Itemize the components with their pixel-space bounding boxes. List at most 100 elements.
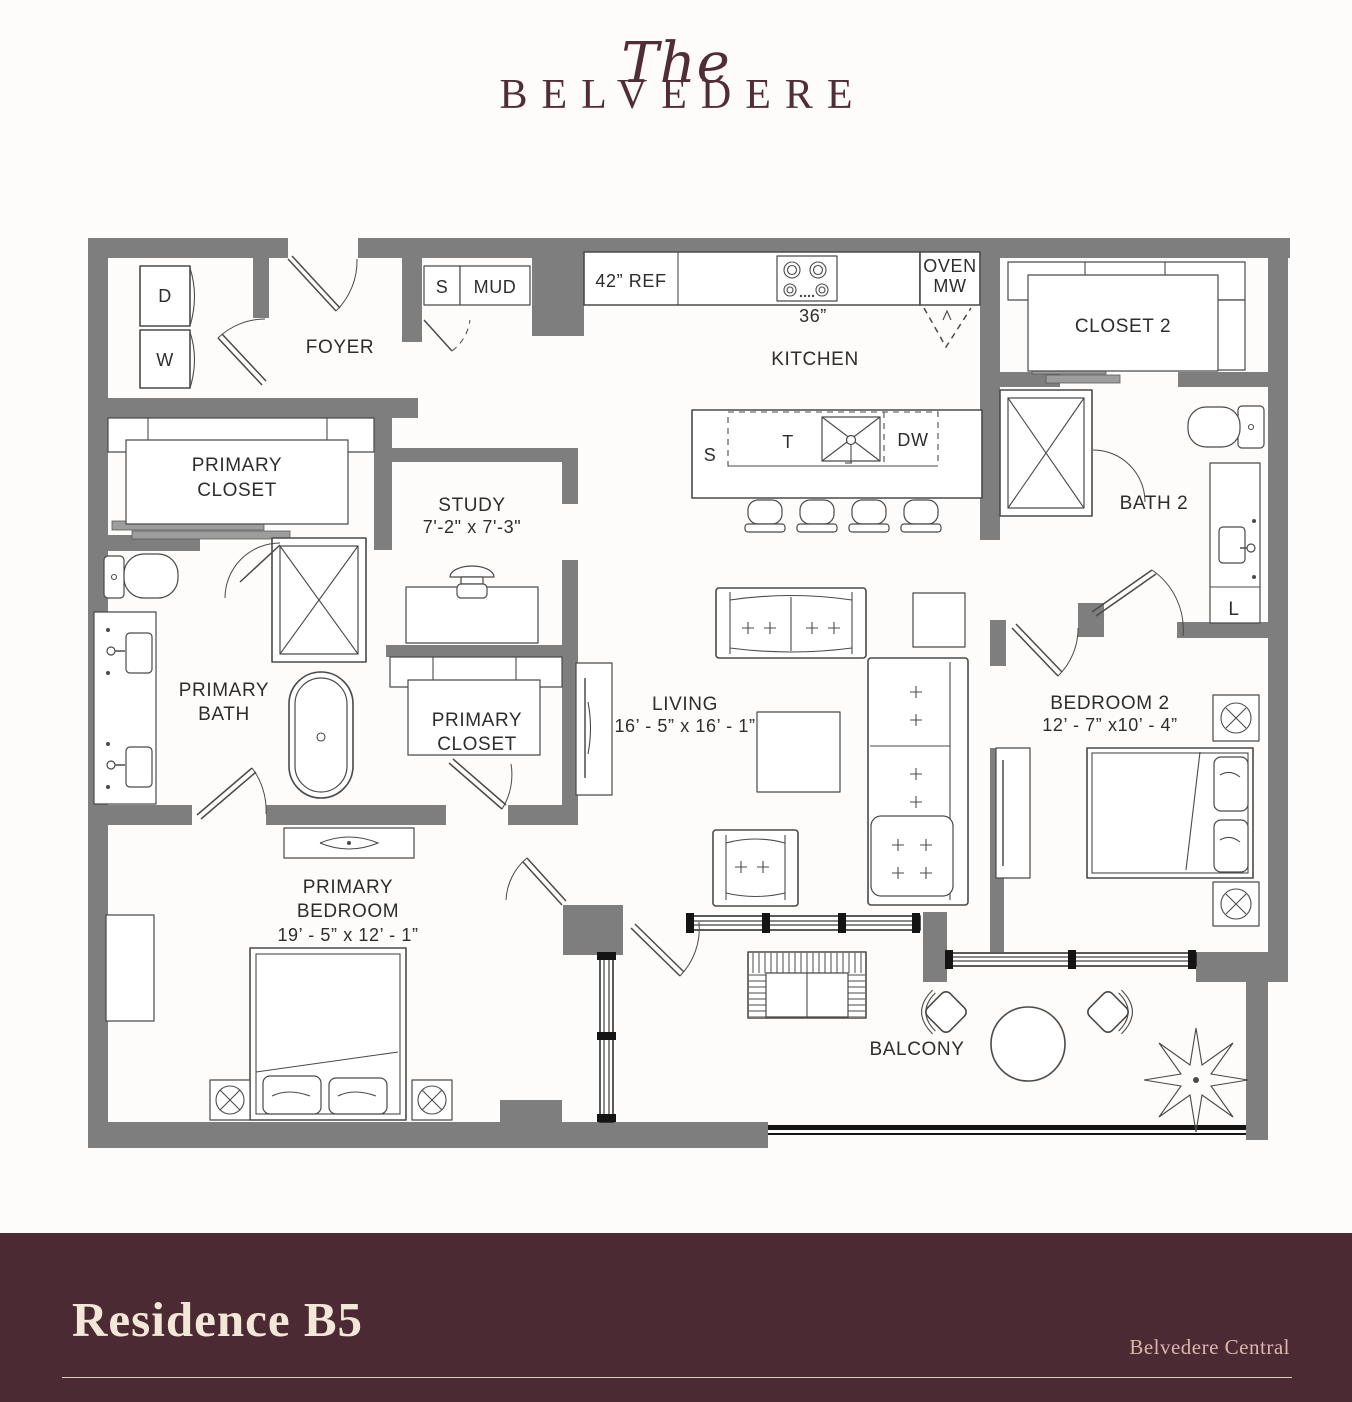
label-bedroom2: BEDROOM 2 (1050, 693, 1169, 714)
windows (597, 913, 1246, 1135)
label-study: STUDY (438, 495, 505, 516)
mud-sink-box (423, 265, 461, 306)
outdoor-chair-left (921, 989, 967, 1035)
vanity-bench (283, 827, 415, 859)
primary-bedroom (105, 827, 567, 1121)
label-pcloset2-b: CLOSET (437, 734, 517, 755)
brand-logo-script: The (621, 31, 731, 96)
primary-closet-2 (389, 656, 563, 810)
nightstand-2a (1212, 694, 1260, 742)
label-linen: L (1228, 599, 1239, 620)
kitchen-island (691, 409, 983, 533)
oven-stack-box (919, 251, 981, 306)
washer-box (139, 329, 191, 389)
living-window (686, 913, 921, 933)
label-pcloset2-a: PRIMARY (432, 710, 522, 731)
nightstand-1a (209, 1079, 251, 1121)
dresser-2 (995, 747, 1031, 879)
mud-bench-box (459, 265, 531, 306)
outdoor-console (747, 951, 867, 1019)
bedroom-2 (995, 623, 1260, 927)
bath2-door (1091, 569, 1184, 637)
mud-nook (423, 265, 531, 352)
double-vanity-icon (93, 611, 157, 805)
brand-logo: The BELVEDERE (0, 31, 1352, 119)
closet2-door (448, 758, 513, 810)
closet-2 (1007, 261, 1246, 372)
bedroom-door (505, 857, 567, 906)
label-bath2: BATH 2 (1120, 493, 1189, 514)
shower-2-icon (999, 389, 1093, 517)
dresser-1 (105, 914, 155, 1022)
label-mw: MW (933, 276, 966, 296)
sectional-sofa (867, 657, 969, 906)
primary-bedroom-window (597, 952, 616, 1123)
primary-bed (249, 947, 407, 1121)
outdoor-chair-right (1087, 989, 1133, 1035)
label-closet2: CLOSET 2 (1075, 316, 1171, 337)
nightstand-1b (411, 1079, 453, 1121)
toilet-2-icon (1187, 405, 1265, 449)
brand-logo-wordmark: BELVEDERE (499, 72, 867, 118)
balcony-door (630, 921, 700, 977)
study (405, 565, 539, 644)
cooktop-icon (776, 255, 838, 302)
label-pcloset1-b: CLOSET (197, 480, 277, 501)
label-foyer: FOYER (306, 337, 374, 358)
nightstand-2b (1212, 881, 1260, 927)
label-dryer: D (158, 286, 172, 306)
bedroom2-door (1011, 623, 1079, 677)
label-pbath-b: BATH (198, 704, 250, 725)
residence-title: Residence B5 (72, 1292, 363, 1347)
toilet-1-icon (103, 553, 179, 599)
label-pcloset1-a: PRIMARY (192, 455, 282, 476)
vanity-2-icon (1209, 462, 1261, 624)
coffee-table (756, 711, 841, 793)
label-balcony: BALCONY (869, 1039, 964, 1060)
label-island-t: T (782, 432, 794, 452)
label-mud: MUD (474, 277, 517, 297)
room-labels: D W FOYER S MUD 42” REF 36” OVEN MW KITC… (156, 256, 1239, 1060)
label-ref: 42” REF (595, 271, 666, 291)
foyer-doors (217, 255, 358, 386)
label-washer: W (156, 350, 174, 370)
kitchen-counter (583, 251, 981, 349)
label-oven: OVEN (923, 256, 976, 276)
primary-closet-1 (107, 417, 375, 525)
label-pbed-dims: 19’ - 5” x 12’ - 1” (277, 925, 418, 945)
island-sink-icon (821, 416, 881, 464)
label-range-width: 36” (799, 306, 827, 326)
desk-lamp-icon (449, 565, 495, 599)
balcony-rail (768, 1125, 1246, 1135)
footer-band: Residence B5 Belvedere Central (0, 1233, 1352, 1402)
label-pbed-b: BEDROOM (297, 901, 399, 922)
label-living-dims: 16’ - 5” x 16’ - 1” (614, 716, 755, 736)
label-island-dw: DW (897, 430, 928, 450)
bath-door (196, 767, 267, 820)
label-living: LIVING (652, 694, 718, 715)
location-label: Belvedere Central (1129, 1335, 1290, 1359)
bedroom2-window (945, 950, 1197, 969)
side-table (912, 592, 966, 648)
tv-console (575, 662, 613, 796)
bar-stools (744, 499, 942, 533)
tub-icon (288, 671, 354, 799)
living-room (575, 587, 969, 907)
armchair (712, 829, 799, 907)
loveseat (715, 587, 867, 659)
primary-bath (93, 537, 367, 820)
palm-plant-icon (1143, 1027, 1249, 1133)
bath-2 (999, 389, 1265, 637)
label-island-s: S (704, 445, 717, 465)
label-pbath-a: PRIMARY (179, 680, 269, 701)
label-pbed-a: PRIMARY (303, 877, 393, 898)
bed-2 (1086, 747, 1254, 879)
balcony (747, 951, 1249, 1133)
shower-1-icon (271, 537, 367, 663)
label-study-dims: 7'-2" x 7'-3" (423, 517, 522, 537)
label-kitchen: KITCHEN (771, 349, 859, 370)
label-mud-sink: S (436, 277, 449, 297)
footer-divider (62, 1377, 1292, 1378)
